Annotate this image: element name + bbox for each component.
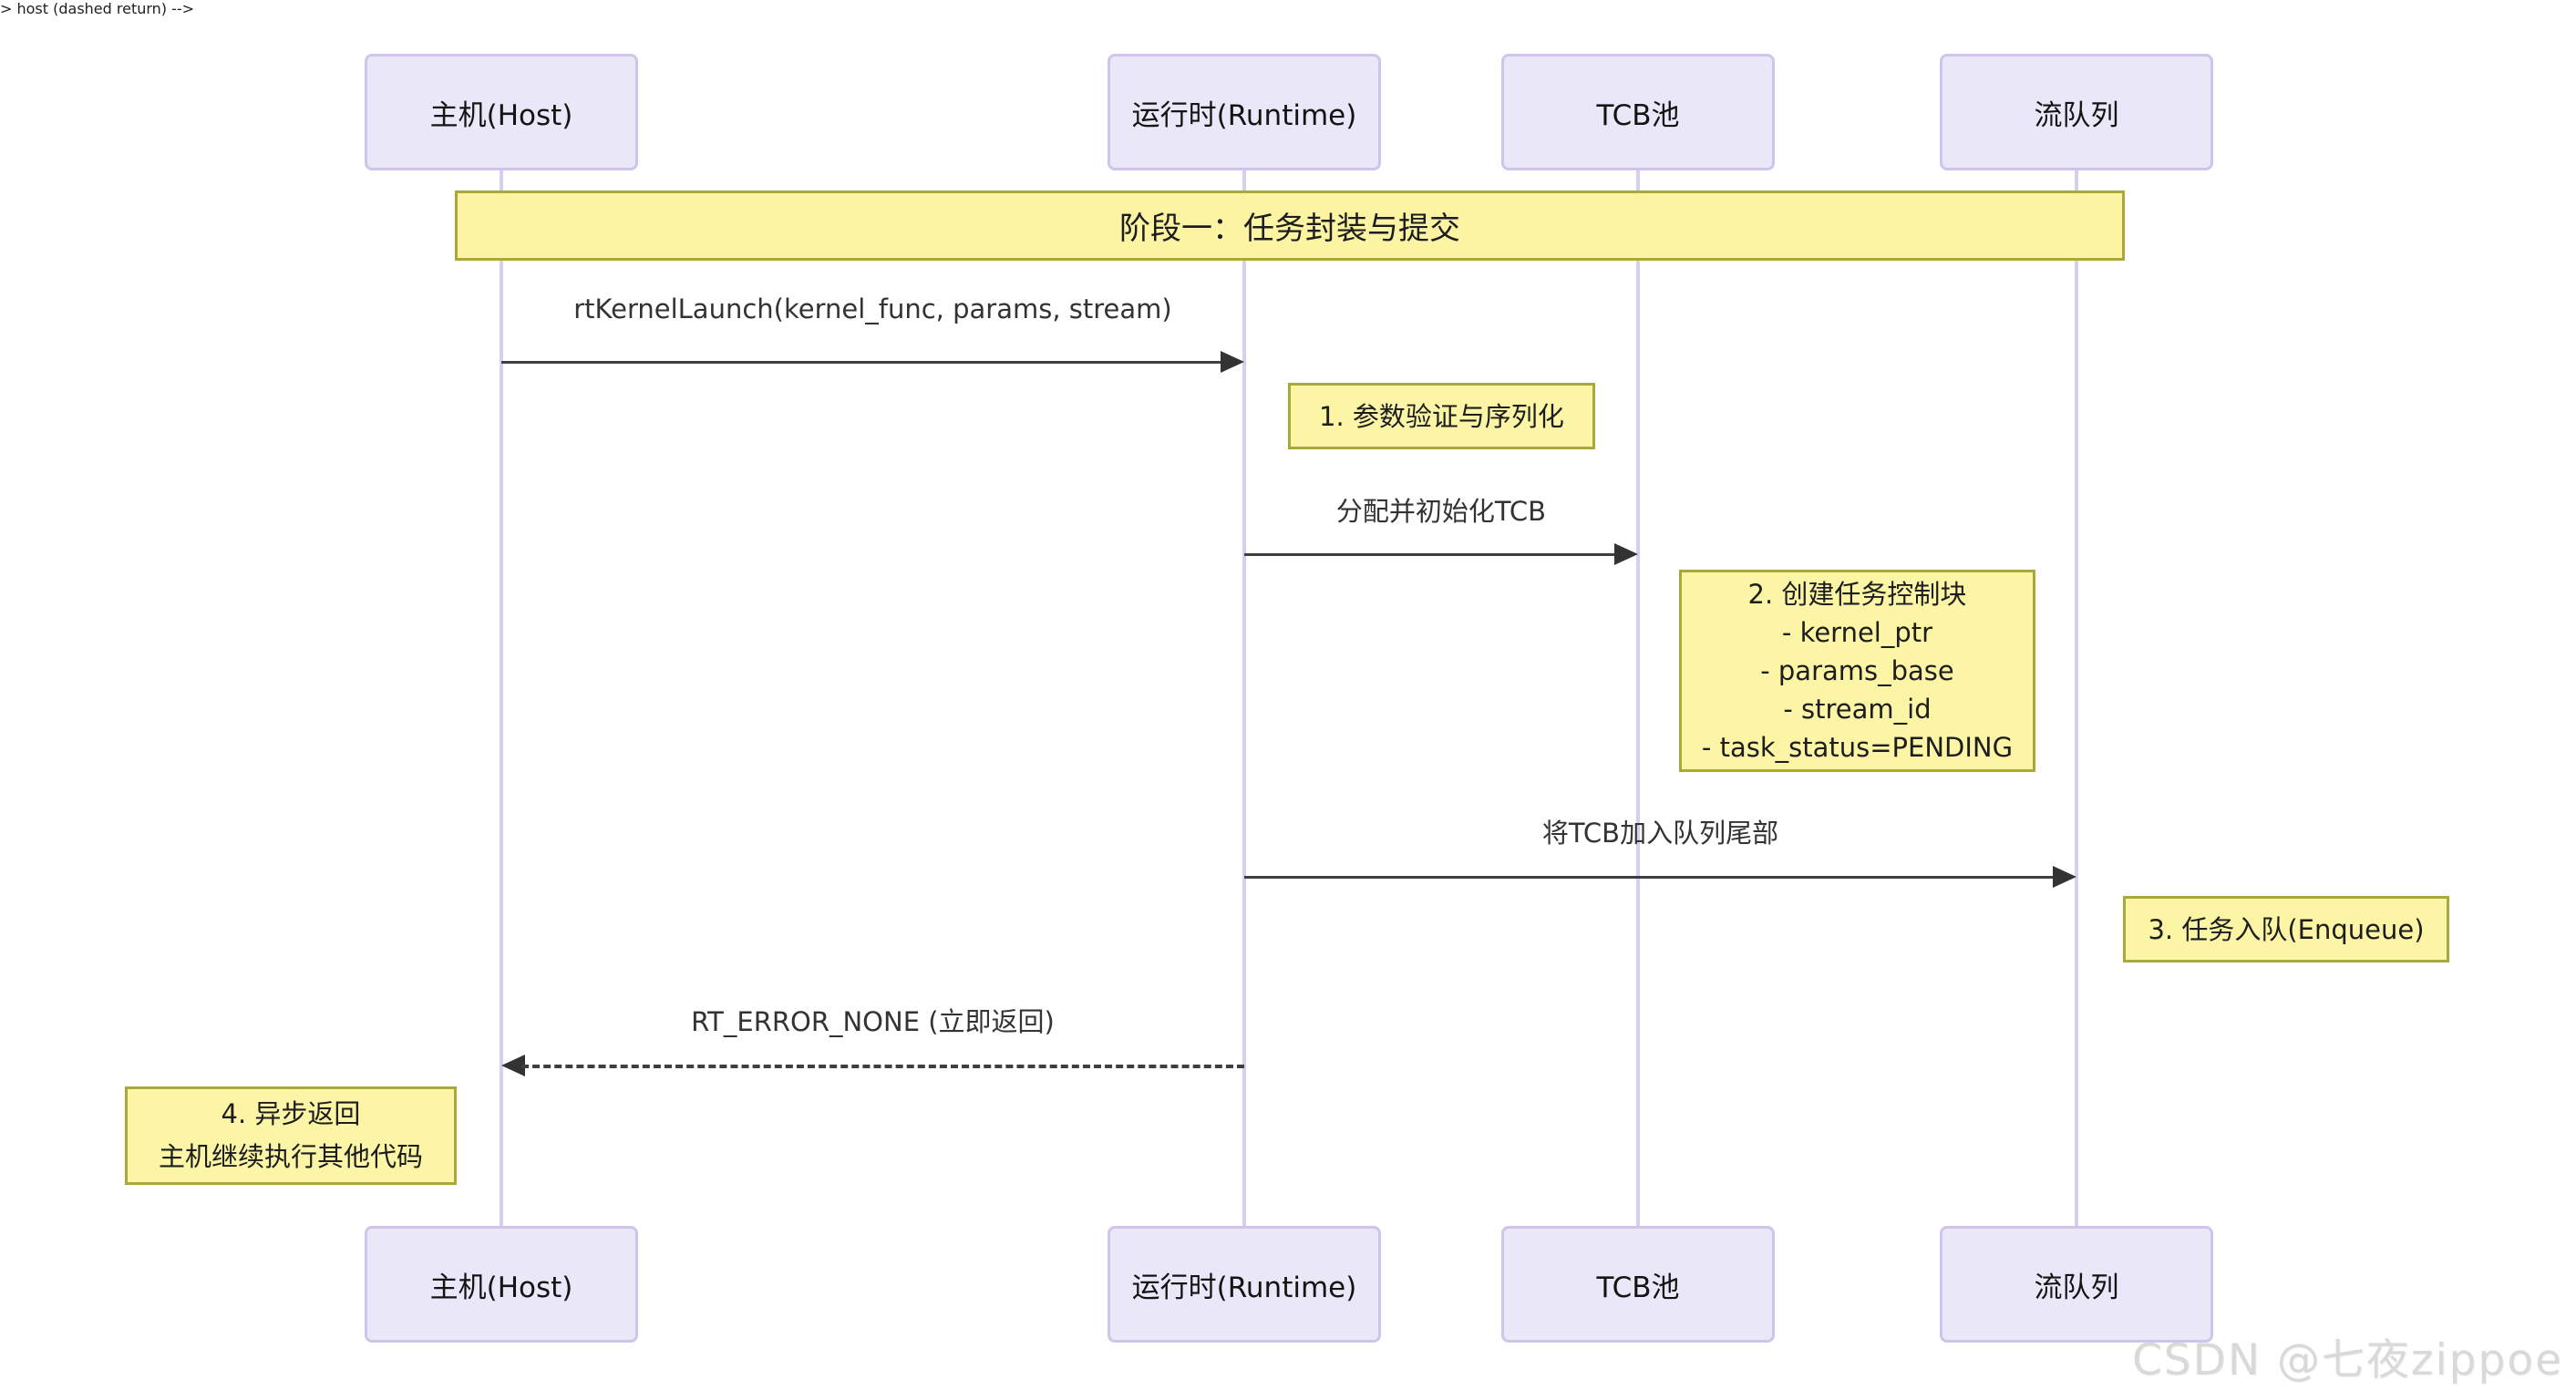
message-rtkernellaunch-arrow (501, 350, 1244, 374)
participant-tcb-pool-top: TCB池 (1501, 54, 1775, 170)
arrow-line (1244, 876, 2058, 879)
arrow-line (1244, 553, 1620, 556)
lifeline-tcb-pool (1636, 170, 1640, 1226)
participant-tcb-pool-label: TCB池 (1596, 98, 1680, 132)
participant-host-top: 主机(Host) (365, 54, 638, 170)
message-rt-error-none-label: RT_ERROR_NONE (立即返回) (691, 1006, 1055, 1037)
message-rtkernellaunch-label: rtKernelLaunch(kernel_func, params, stre… (573, 293, 1172, 324)
participant-stream-queue-bottom: 流队列 (1940, 1226, 2213, 1343)
note-param-validation: 1. 参数验证与序列化 (1288, 383, 1595, 449)
message-enqueue-tcb-arrow (1244, 865, 2076, 889)
message-rt-error-none-arrow (501, 1054, 1244, 1077)
arrow-line (501, 361, 1226, 364)
phase-banner-label: 阶段一：任务封装与提交 (1119, 211, 1460, 247)
participant-runtime-top: 运行时(Runtime) (1108, 54, 1381, 170)
participant-host-bottom: 主机(Host) (365, 1226, 638, 1343)
note-async-return: 4. 异步返回 主机继续执行其他代码 (125, 1086, 457, 1185)
arrowhead-left-icon (501, 1055, 525, 1076)
participant-runtime-label: 运行时(Runtime) (1131, 98, 1357, 132)
note-task-enqueue: 3. 任务入队(Enqueue) (2123, 896, 2449, 962)
lifeline-host (500, 170, 503, 1226)
arrowhead-right-icon (1221, 351, 1244, 373)
message-alloc-init-tcb-label: 分配并初始化TCB (1335, 496, 1547, 527)
lifeline-stream-queue (2075, 170, 2078, 1226)
arrowhead-right-icon (2053, 866, 2076, 888)
participant-stream-queue-top: 流队列 (1940, 54, 2213, 170)
note-create-tcb: 2. 创建任务控制块 - kernel_ptr - params_base - … (1679, 570, 2035, 772)
message-alloc-init-tcb-arrow (1244, 542, 1638, 566)
arrowhead-right-icon (1614, 543, 1638, 565)
participant-stream-queue-label: 流队列 (2034, 1271, 2119, 1304)
message-enqueue-tcb-label: 将TCB加入队列尾部 (1541, 818, 1779, 849)
participant-tcb-pool-bottom: TCB池 (1501, 1226, 1775, 1343)
participant-host-label: 主机(Host) (429, 1271, 573, 1304)
participant-tcb-pool-label: TCB池 (1596, 1271, 1680, 1304)
phase-banner: 阶段一：任务封装与提交 (455, 190, 2125, 261)
participant-host-label: 主机(Host) (429, 98, 573, 132)
participant-runtime-label: 运行时(Runtime) (1131, 1271, 1357, 1304)
csdn-watermark: CSDN @七夜zippoe (2131, 1335, 2563, 1385)
arrow-line-dashed (521, 1065, 1244, 1068)
lifeline-runtime (1242, 170, 1246, 1226)
participant-runtime-bottom: 运行时(Runtime) (1108, 1226, 1381, 1343)
participant-stream-queue-label: 流队列 (2034, 98, 2119, 132)
